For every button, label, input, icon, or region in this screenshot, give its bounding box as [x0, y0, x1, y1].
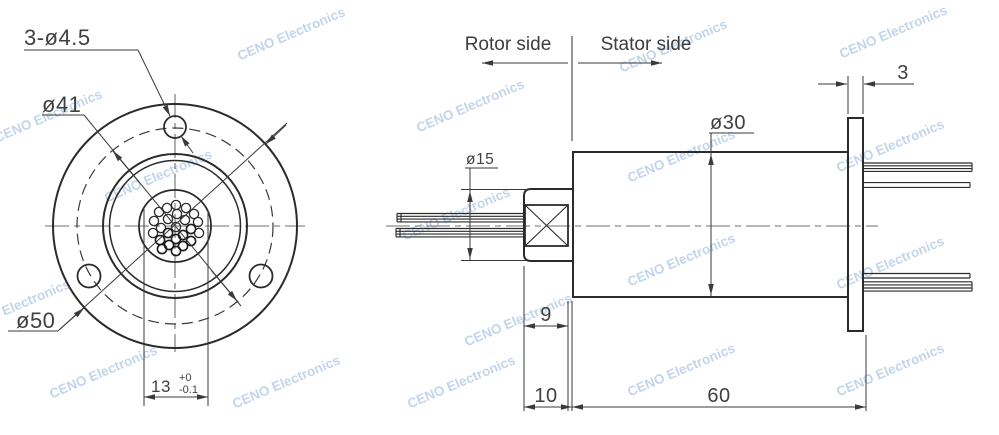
mounting-flange	[847, 117, 864, 332]
watermark-text: CENO Electronics	[837, 2, 949, 61]
watermark-text: CENO Electronics	[834, 233, 946, 292]
rotor-cap	[523, 188, 573, 262]
bolt-hole-top	[163, 115, 187, 139]
watermark-text: CENO Electronics	[414, 76, 526, 135]
dim-key-tol-upper: +0	[179, 372, 192, 384]
watermark-text: CENO Electronics	[462, 290, 574, 349]
outer-flange-circle	[52, 103, 298, 349]
watermark-text: CENO Electronics	[834, 340, 946, 399]
dim-rotor-length-label: 10	[534, 385, 557, 407]
dim-body-dia: ø30	[708, 112, 754, 296]
leader-line	[137, 49, 171, 117]
rotor-side-label: Rotor side	[465, 34, 552, 55]
dim-key-width-label: 13	[151, 377, 171, 396]
watermark-layer: CENO Electronics CENO Electronics CENO E…	[0, 2, 949, 411]
dim-body-dia-label: ø30	[710, 112, 746, 134]
dim-outer-label: ø50	[16, 308, 55, 333]
dim-key-width: 13 +0 -0.1	[143, 208, 209, 406]
dim-bolt-holes-label: 3-ø4.5	[24, 25, 91, 50]
rotor-shaft-circle	[138, 189, 212, 263]
watermark-text: CENO Electronics	[625, 126, 737, 185]
dim-body-length-label: 60	[707, 385, 730, 407]
watermark-text: CENO Electronics	[405, 352, 517, 411]
watermark-text: CENO Electronics	[625, 230, 737, 289]
stator-wires-bottom	[863, 272, 973, 292]
body-circle-outer	[102, 153, 248, 299]
dim-bolt-holes: 3-ø4.5	[24, 25, 194, 154]
stator-side-label: Stator side	[601, 34, 692, 55]
side-view: Rotor side Stator side	[386, 34, 973, 411]
stator-wires-top	[863, 162, 973, 188]
body-circle-inner	[108, 159, 242, 293]
dim-outer-diameter: ø50	[8, 122, 288, 333]
dim-rotor-cap-dia: ø15	[461, 151, 526, 261]
dim-key-tol-lower: -0.1	[179, 384, 198, 396]
bolt-hole-right	[248, 263, 274, 289]
wire-bundle	[147, 199, 205, 257]
dim-lengths: 10 60	[524, 301, 867, 411]
dim-cap-dia-label: ø15	[466, 151, 494, 168]
rotor-wires	[395, 212, 525, 238]
dim-bolt-circle-label: ø41	[42, 92, 81, 117]
dim-flange-thickness-label: 3	[897, 62, 909, 84]
watermark-text: CENO Electronics	[235, 4, 347, 63]
watermark-text: CENO Electronics	[47, 342, 159, 401]
bolt-hole-left	[76, 263, 102, 289]
watermark-text: CENO Electronics	[230, 352, 342, 411]
dim-bolt-circle: ø41	[42, 92, 242, 307]
dim-bearing-length-label: 9	[540, 304, 552, 326]
bolt-circle-dashed	[76, 127, 274, 325]
bearing-box	[524, 204, 569, 247]
dim-flange-thickness: 3	[818, 62, 914, 114]
front-view: 3-ø4.5 ø41 ø50 13 +0 -0.	[8, 25, 305, 406]
dim-bearing-length: 9	[523, 266, 569, 411]
watermark-text: CENO Electronics	[834, 116, 946, 175]
